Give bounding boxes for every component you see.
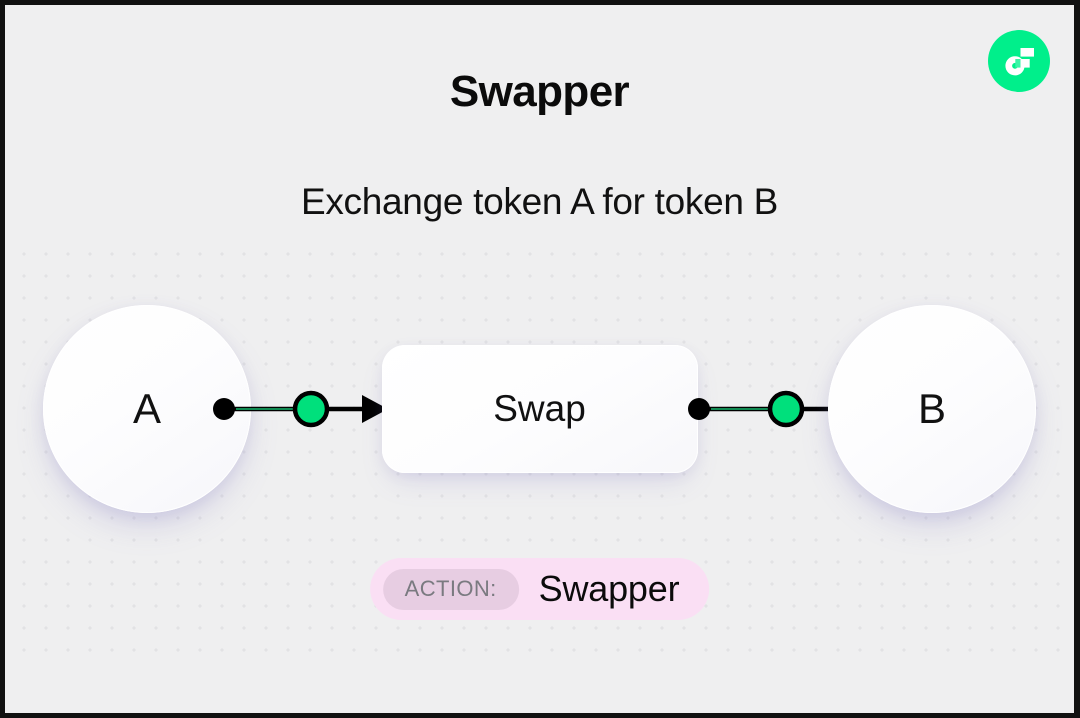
page-title: Swapper	[449, 67, 630, 116]
token-node-b[interactable]: B	[828, 305, 1036, 513]
connector-source-dot	[213, 398, 235, 420]
page-subtitle: Exchange token A for token B	[300, 181, 779, 222]
action-badge-value: Swapper	[538, 568, 680, 609]
connector-a-to-swap	[210, 388, 394, 430]
action-badge-label: ACTION:	[382, 568, 519, 610]
swap-flow-diagram: A Swap	[5, 305, 1074, 535]
process-node-swap-label: Swap	[493, 388, 586, 429]
connector-arrowhead	[362, 395, 388, 423]
flow-logo-icon	[988, 30, 1050, 92]
action-badge: ACTION: Swapper	[369, 558, 710, 620]
token-node-b-label: B	[917, 385, 946, 432]
diagram-canvas: Swapper Exchange token A for token B A S…	[5, 5, 1074, 713]
process-node-swap[interactable]: Swap	[381, 345, 698, 473]
connector-marker-dot	[767, 390, 805, 428]
token-node-a-label: A	[132, 385, 161, 432]
connector-source-dot	[688, 398, 710, 420]
connector-marker-dot	[292, 390, 330, 428]
